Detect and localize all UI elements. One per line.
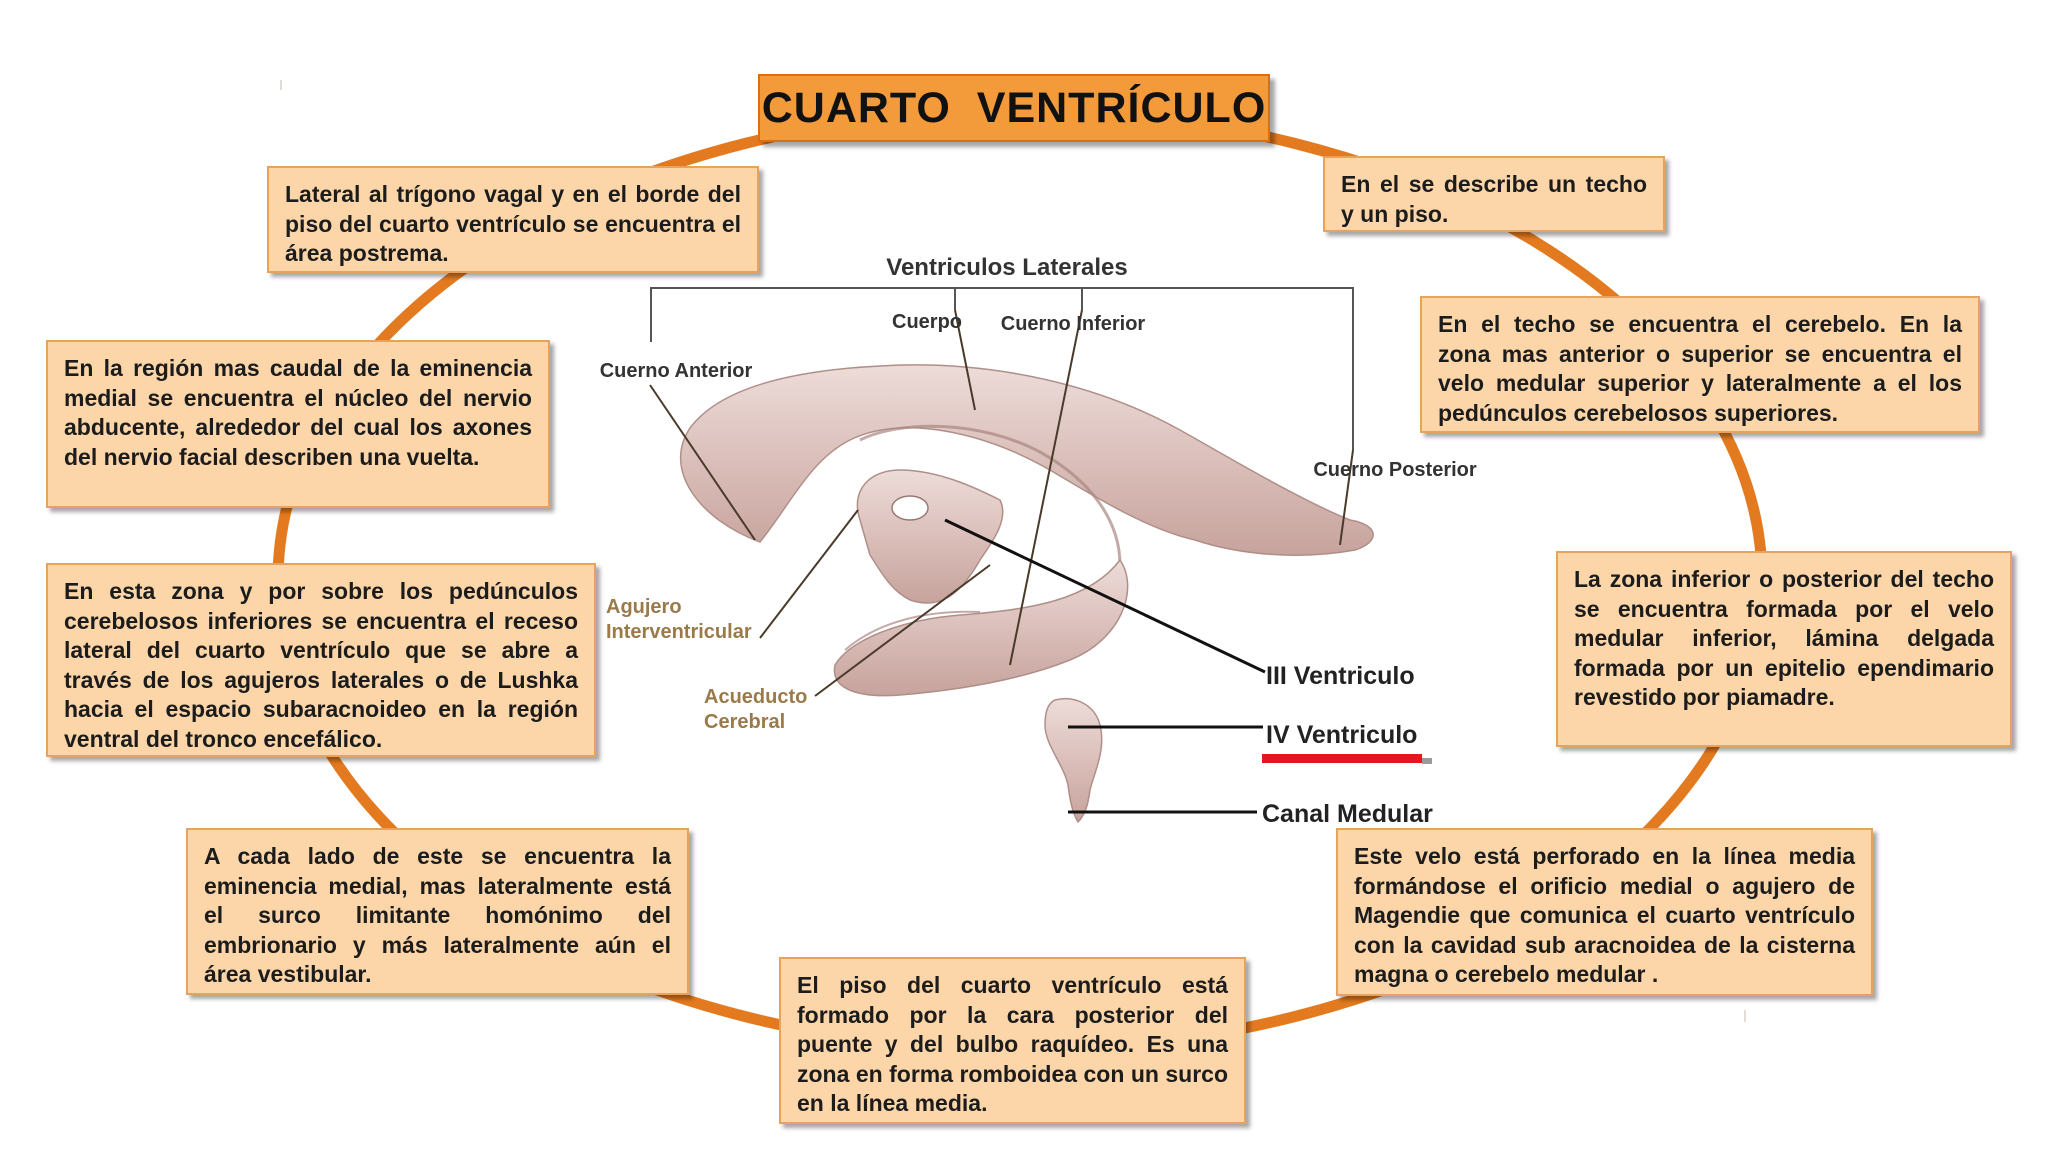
label-iii-ventriculo: III Ventriculo bbox=[1266, 662, 1415, 690]
page-title: CUARTO VENTRÍCULO bbox=[761, 83, 1267, 132]
label-agujero: Agujero bbox=[606, 596, 682, 618]
label-acueducto: Acueducto bbox=[704, 686, 807, 708]
title-box: CUARTO VENTRÍCULO bbox=[758, 74, 1270, 142]
lateral-ventricle-shape bbox=[679, 364, 1374, 556]
note-abducente: En la región mas caudal de la eminencia … bbox=[46, 340, 550, 508]
note-techo-piso: En el se describe un techo y un piso. bbox=[1323, 156, 1665, 232]
note-eminencia-medial: A cada lado de este se encuentra la emin… bbox=[186, 828, 689, 995]
iv-ventricle-underline bbox=[1262, 754, 1422, 763]
ventricle-diagram: Ventriculos Laterales Cuerpo Cuerno Infe… bbox=[600, 254, 1477, 828]
label-canal-medular: Canal Medular bbox=[1262, 800, 1433, 828]
label-cuerpo: Cuerpo bbox=[892, 311, 962, 333]
label-cuerno-posterior: Cuerno Posterior bbox=[1313, 459, 1477, 481]
note-techo-cerebelo: En el techo se encuentra el cerebelo. En… bbox=[1420, 296, 1980, 433]
label-cerebral: Cerebral bbox=[704, 711, 785, 733]
label-interventricular: Interventricular bbox=[606, 621, 752, 643]
note-receso-lateral: En esta zona y por sobre los pedúnculos … bbox=[46, 563, 596, 757]
label-cuerno-anterior: Cuerno Anterior bbox=[600, 360, 753, 382]
label-iv-ventriculo: IV Ventriculo bbox=[1266, 721, 1417, 749]
note-piso: El piso del cuarto ventrículo está forma… bbox=[779, 957, 1246, 1124]
fourth-ventricle-shape bbox=[1044, 698, 1103, 824]
label-cuerno-inferior: Cuerno Inferior bbox=[1001, 313, 1146, 335]
label-ventriculos-laterales: Ventriculos Laterales bbox=[886, 254, 1127, 281]
note-techo-inferior: La zona inferior o posterior del techo s… bbox=[1556, 551, 2012, 747]
lateral-ventricles-bracket bbox=[650, 287, 1354, 450]
note-magendie: Este velo está perforado en la línea med… bbox=[1336, 828, 1873, 996]
note-area-postrema: Lateral al trígono vagal y en el borde d… bbox=[267, 166, 759, 273]
inferior-horn-shape bbox=[833, 558, 1129, 697]
